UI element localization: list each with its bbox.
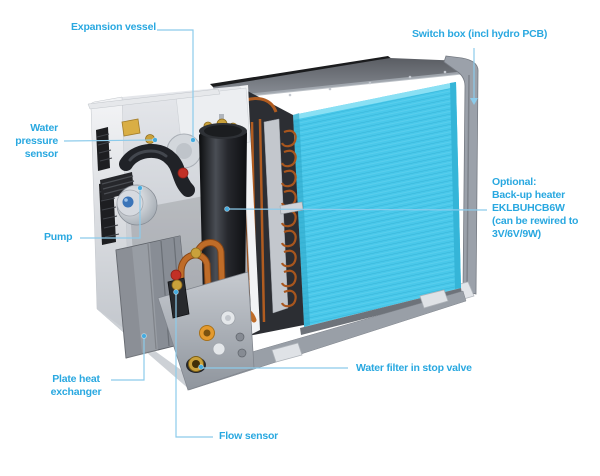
foot [419, 289, 449, 309]
top-panel-screws [288, 70, 447, 97]
label-expansion-vessel: Expansion vessel [71, 21, 156, 33]
hose-highlight [128, 149, 168, 162]
leader-plate-heat-exchanger [111, 337, 145, 381]
dot-water-filter [198, 364, 204, 370]
dot-backup-heater [224, 206, 230, 212]
fin-side-bracket [279, 201, 304, 215]
bracket-inner-shade [466, 74, 470, 291]
pump-assembly [100, 172, 158, 226]
red-valve-cap [177, 167, 189, 179]
plate-heat-exchanger-block [115, 235, 191, 359]
leader-dots [137, 137, 230, 370]
label-plate-heat-exchanger: Plate heat exchanger [50, 373, 102, 398]
label-flow-sensor: Flow sensor [219, 430, 279, 442]
label-pump: Pump [44, 231, 73, 243]
leader-expansion-vessel [157, 29, 194, 140]
dot-water-pressure-sensor [152, 137, 158, 143]
dot-plate-heat-exchanger [141, 333, 147, 339]
dot-expansion-vessel [190, 137, 196, 143]
backup-heater-cylinder [199, 114, 247, 306]
heat-exchanger-fins [293, 82, 461, 327]
leader-flow-sensor [175, 293, 213, 438]
switch-box-arrowhead [470, 98, 478, 105]
dot-flow-sensor [173, 289, 179, 295]
label-switch-box: Switch box (incl hydro PCB) [412, 28, 548, 40]
top-panel-front-edge [216, 71, 467, 100]
label-water-pressure-sensor: Water pressure sensor [15, 122, 58, 160]
pcb-heatsink [121, 118, 141, 137]
foot [271, 342, 303, 363]
top-panel [213, 58, 468, 99]
coil-u-bends [280, 129, 297, 308]
top-panel-back-strip [210, 56, 392, 88]
fins-top-highlight [293, 82, 456, 120]
flow-sensor-body [167, 269, 190, 319]
cabinet-top-edge [87, 88, 221, 110]
leader-backup-heater [227, 208, 488, 211]
expansion-vessel-disc-hub [176, 143, 192, 159]
leader-lines [63, 29, 488, 438]
fins-right-shade [450, 82, 461, 289]
fins-left-shade [293, 113, 310, 327]
leader-pump [80, 189, 141, 239]
dot-pump [137, 185, 143, 191]
label-water-filter: Water filter in stop valve [356, 362, 472, 374]
label-backup-heater: Optional: Back-up heater EKLBUHCB6W (can… [492, 176, 579, 240]
copper-top-bend [245, 97, 278, 113]
leader-water-pressure-sensor [63, 139, 156, 142]
